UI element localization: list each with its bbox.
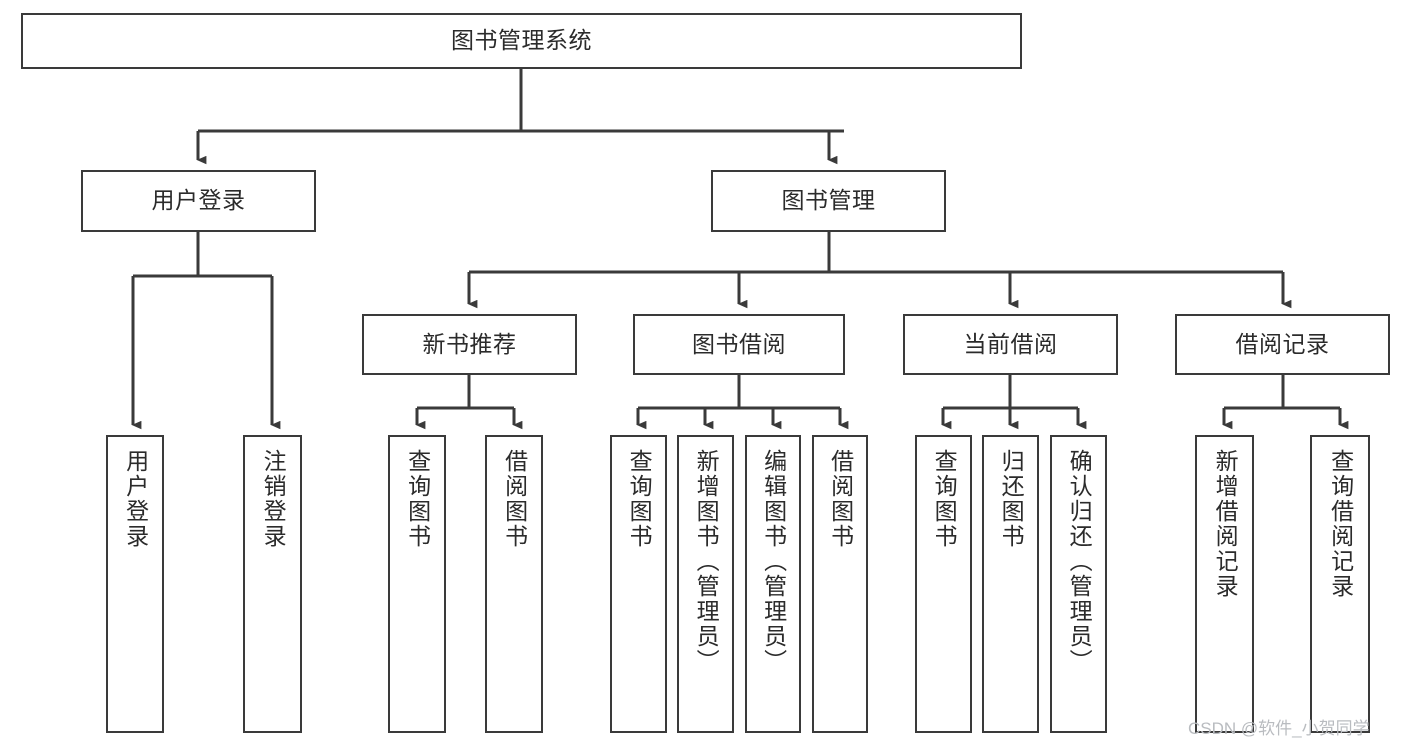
leaf-borrow-book[interactable]: 借阅图书 (812, 435, 868, 733)
leaf-label: 借阅图书 (501, 449, 528, 549)
node-new-book-recommend[interactable]: 新书推荐 (362, 314, 577, 375)
node-borrow-record-label: 借阅记录 (1235, 330, 1330, 357)
leaf-label: 注销登录 (260, 449, 287, 549)
node-book-management[interactable]: 图书管理 (711, 170, 946, 232)
leaf-add-book-admin[interactable]: 新增图书（管理员） (677, 435, 734, 733)
node-root[interactable]: 图书管理系统 (21, 13, 1022, 69)
leaf-label: 编辑图书（管理员） (760, 449, 787, 674)
leaf-confirm-return-admin[interactable]: 确认归还（管理员） (1050, 435, 1107, 733)
leaf-label: 新增借阅记录 (1212, 449, 1239, 599)
watermark-text: CSDN @软件_小贺同学 (1188, 719, 1370, 738)
leaf-edit-book-admin[interactable]: 编辑图书（管理员） (745, 435, 801, 733)
node-user-login-label: 用户登录 (151, 187, 246, 214)
leaf-label: 查询图书 (626, 449, 653, 549)
node-new-book-recommend-label: 新书推荐 (422, 330, 517, 357)
leaf-label: 查询图书 (404, 449, 431, 549)
leaf-user-logout[interactable]: 注销登录 (243, 435, 302, 733)
leaf-borrow-book-recommend[interactable]: 借阅图书 (485, 435, 543, 733)
leaf-label: 查询图书 (931, 449, 958, 549)
node-current-borrow[interactable]: 当前借阅 (903, 314, 1118, 375)
leaf-label: 新增图书（管理员） (693, 449, 720, 674)
leaf-query-book-borrow[interactable]: 查询图书 (610, 435, 667, 733)
node-book-borrow-label: 图书借阅 (692, 330, 786, 357)
leaf-add-borrow-record[interactable]: 新增借阅记录 (1195, 435, 1254, 733)
leaf-query-book-current[interactable]: 查询图书 (915, 435, 972, 733)
node-borrow-record[interactable]: 借阅记录 (1175, 314, 1390, 375)
leaf-return-book[interactable]: 归还图书 (982, 435, 1039, 733)
node-user-login[interactable]: 用户登录 (81, 170, 316, 232)
leaf-query-book-recommend[interactable]: 查询图书 (388, 435, 446, 733)
leaf-label: 确认归还（管理员） (1066, 449, 1093, 674)
leaf-user-login[interactable]: 用户登录 (106, 435, 164, 733)
leaf-label: 查询借阅记录 (1327, 449, 1354, 599)
node-book-management-label: 图书管理 (781, 187, 876, 214)
leaf-label: 用户登录 (122, 449, 149, 549)
leaf-label: 借阅图书 (827, 449, 854, 549)
leaf-query-borrow-record[interactable]: 查询借阅记录 (1310, 435, 1370, 733)
node-root-label: 图书管理系统 (451, 27, 592, 54)
leaf-label: 归还图书 (998, 449, 1025, 549)
node-book-borrow[interactable]: 图书借阅 (633, 314, 845, 375)
node-current-borrow-label: 当前借阅 (963, 330, 1058, 357)
